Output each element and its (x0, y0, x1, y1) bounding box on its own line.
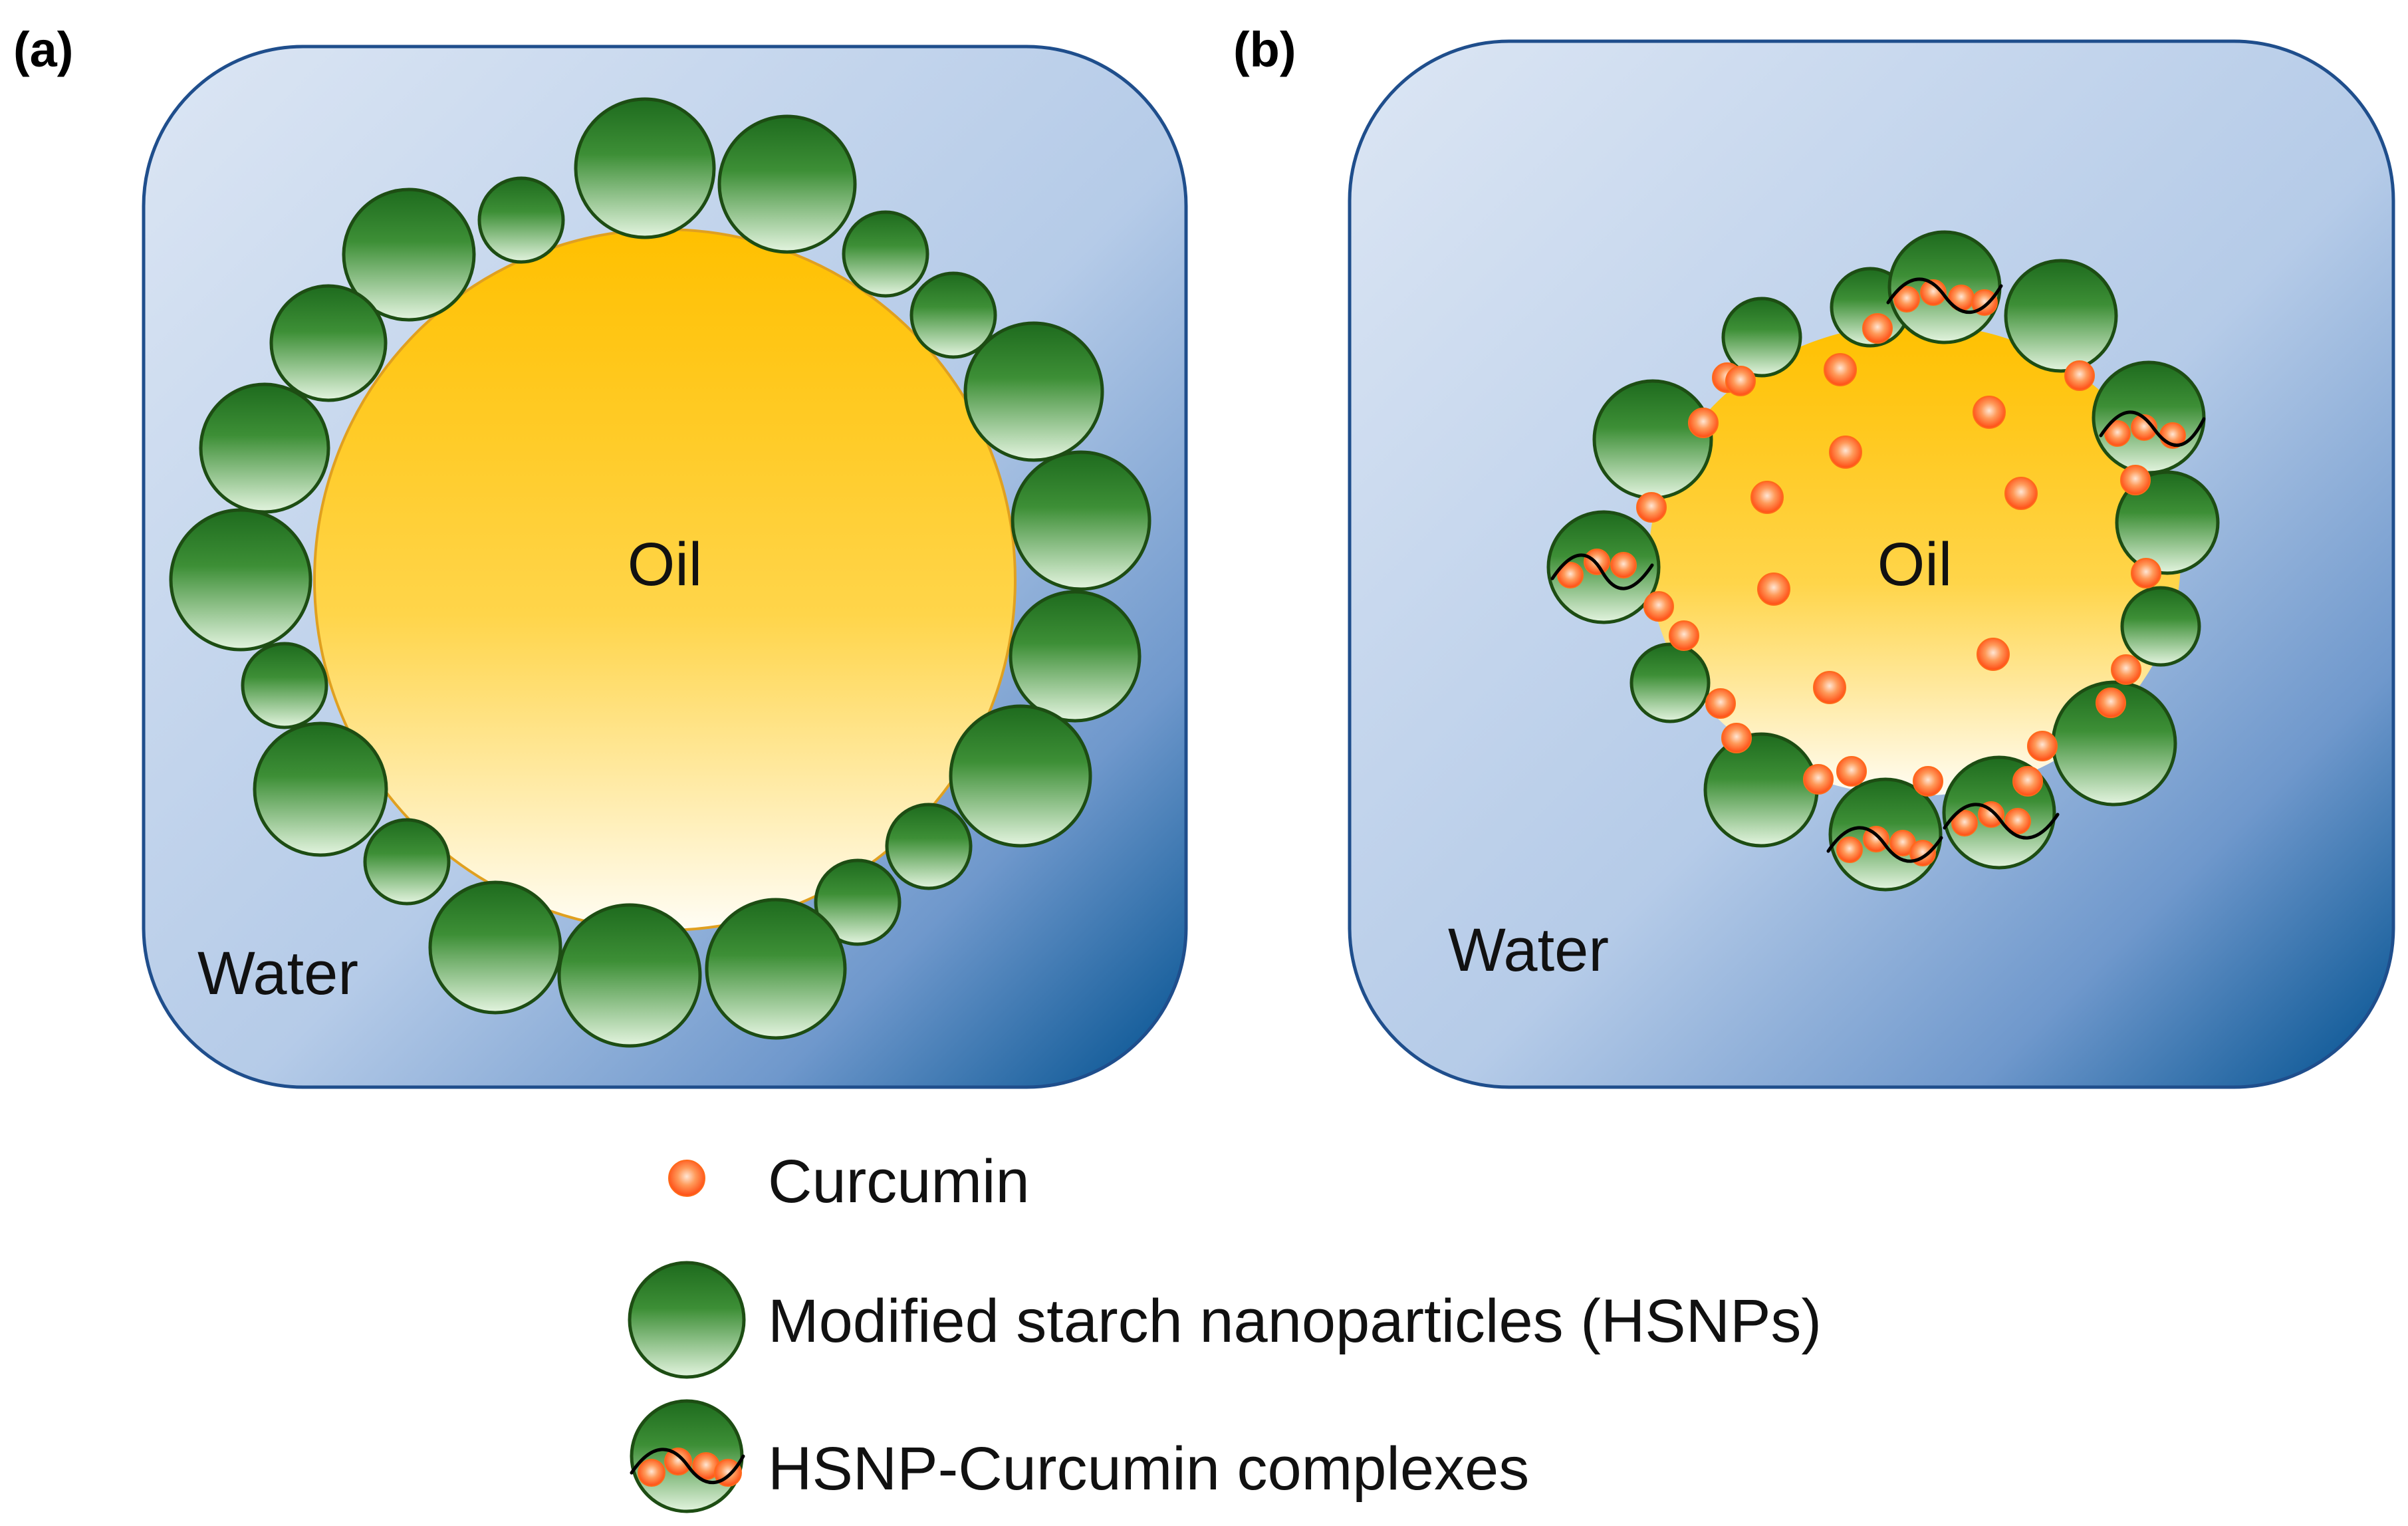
hsnp-curcumin-complex (2092, 360, 2206, 475)
panel-a-hsnp-shell (169, 97, 1151, 1048)
panel-a-water-label: Water (197, 940, 358, 1007)
hsnp-particle (557, 903, 702, 1048)
curcumin-molecule (2096, 688, 2126, 718)
hsnp-particle (1011, 450, 1151, 591)
curcumin-molecule (2004, 477, 2038, 510)
curcumin-molecule (2131, 558, 2161, 588)
hsnp-particle (963, 321, 1104, 462)
hsnp-particle (885, 803, 973, 890)
curcumin-molecule (1893, 286, 1920, 313)
curcumin-molecule (1750, 481, 1784, 514)
legend: Curcumin Modified starch nanoparticles (… (628, 1148, 1822, 1513)
curcumin-molecule (2104, 420, 2131, 447)
hsnp-particle (169, 508, 312, 652)
hsnp-particle (949, 704, 1092, 848)
legend-item-hsnp: Modified starch nanoparticles (HSNPs) (628, 1261, 1822, 1379)
panel-b-curcumin (1636, 313, 2161, 797)
panel-a: (a) Oil Water (13, 22, 1188, 1089)
curcumin-molecule (1643, 591, 1674, 622)
panel-b: (b) Oil Water (1233, 22, 2395, 1089)
hsnp-particle (1629, 642, 1711, 723)
panel-b-water-label: Water (1448, 916, 1609, 984)
curcumin-molecule (1757, 572, 1790, 606)
curcumin-molecule (1863, 826, 1889, 852)
hsnp-curcumin-complex (1886, 230, 2003, 344)
curcumin-molecule (1803, 764, 1834, 795)
curcumin-molecule (2064, 360, 2095, 391)
curcumin-molecule (1973, 396, 2006, 429)
panel-a-label: (a) (13, 22, 73, 77)
panel-b-label: (b) (1233, 22, 1296, 77)
hsnp-particle (2115, 470, 2220, 575)
hsnp-particle (814, 858, 902, 946)
complex-wave (1826, 826, 1943, 863)
curcumin-molecule (1557, 562, 1584, 588)
legend-curcumin-label: Curcumin (768, 1148, 1030, 1215)
hsnp-particle (241, 642, 328, 729)
legend-item-curcumin: Curcumin (668, 1148, 1030, 1215)
curcumin-molecule (2120, 465, 2151, 495)
hsnp-particle (909, 271, 997, 359)
curcumin-molecule (2027, 731, 2058, 761)
hsnp-particle (717, 114, 857, 254)
curcumin-molecule (1610, 552, 1637, 578)
legend-hsnp-label: Modified starch nanoparticles (HSNPs) (768, 1287, 1822, 1355)
hsnp-particle (1592, 379, 1713, 500)
panel-b-oil-droplet (1649, 324, 2181, 796)
curcumin-molecule (1824, 353, 1857, 386)
hsnp-curcumin-complex (1826, 777, 1943, 892)
hsnp-particle (2004, 259, 2118, 373)
hsnp-particle (574, 97, 716, 239)
complex-wave (1550, 553, 1654, 590)
curcumin-molecule (664, 1448, 692, 1475)
panel-a-oil-label: Oil (628, 531, 702, 598)
curcumin-molecule (1669, 620, 1699, 651)
hsnp-particle (363, 818, 451, 906)
curcumin-molecule (2111, 654, 2141, 685)
curcumin-molecule (1725, 366, 1756, 396)
curcumin-symbol-icon (668, 1160, 705, 1197)
curcumin-molecule (1829, 436, 1862, 469)
hsnp-particle (199, 382, 330, 514)
hsnp-particle (269, 284, 388, 402)
curcumin-molecule (2131, 414, 2157, 441)
hsnp-particle (842, 210, 929, 298)
hsnp-particle (1703, 732, 1819, 848)
curcumin-molecule (1913, 766, 1943, 797)
hsnp-particle (477, 176, 565, 264)
curcumin-molecule (1836, 836, 1863, 863)
complex-wave (1943, 803, 2060, 840)
curcumin-molecule (1862, 313, 1893, 344)
curcumin-molecule (2004, 808, 2031, 834)
curcumin-molecule (1836, 756, 1867, 787)
hsnp-particle (705, 898, 847, 1040)
complex-wave (1886, 277, 2003, 314)
hsnp-particle (342, 188, 476, 322)
curcumin-molecule (1721, 723, 1752, 753)
hsnp-particle (1721, 297, 1802, 378)
hsnp-particle (253, 721, 388, 857)
curcumin-molecule (1920, 279, 1947, 306)
hsnp-particle (428, 880, 562, 1015)
curcumin-molecule (1951, 810, 1978, 836)
complex-wave (2099, 410, 2206, 447)
legend-complex-label: HSNP-Curcumin complexes (768, 1435, 1529, 1503)
hsnp-particle (2120, 586, 2201, 667)
curcumin-molecule (2012, 766, 2043, 797)
curcumin-molecule (638, 1459, 665, 1487)
hsnp-symbol-icon (628, 1261, 746, 1379)
curcumin-molecule (1688, 408, 1719, 438)
panel-b-hsnp-shell (1592, 259, 2220, 848)
curcumin-molecule (1636, 492, 1667, 523)
curcumin-molecule (1813, 671, 1846, 704)
curcumin-molecule (1705, 688, 1736, 719)
hsnp-particle (1009, 590, 1142, 723)
panel-b-oil-label: Oil (1877, 531, 1952, 598)
hsnp-curcumin-complex (1546, 510, 1661, 624)
complex-wave (630, 1448, 745, 1484)
curcumin-molecule (1977, 638, 2010, 671)
legend-item-complex: HSNP-Curcumin complexes (630, 1399, 1529, 1513)
